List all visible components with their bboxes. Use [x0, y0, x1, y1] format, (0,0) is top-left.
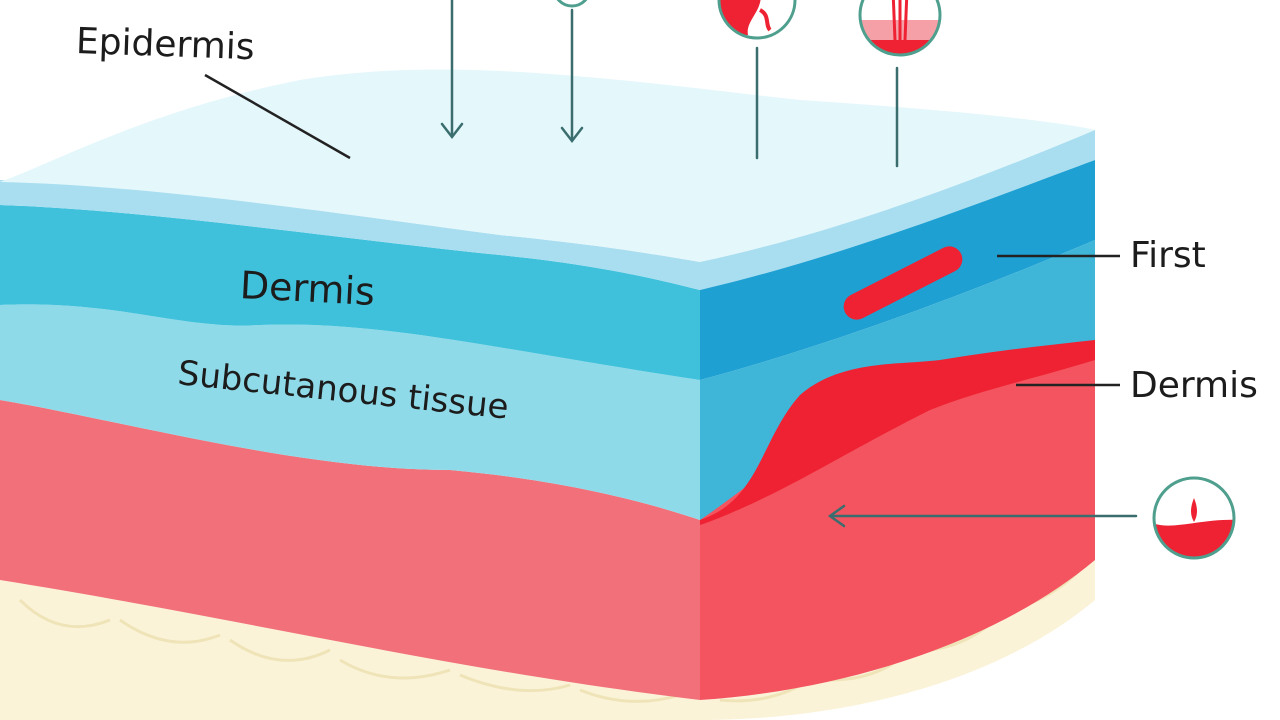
base-fat-layer-right	[700, 560, 1095, 720]
dermis-side	[700, 160, 1095, 380]
burn-depth-icon-2	[717, 0, 797, 40]
epidermis-band-side	[700, 130, 1095, 290]
epidermis-top	[0, 69, 1095, 262]
epidermis-band-front	[0, 180, 700, 290]
first-degree-burn	[843, 246, 963, 320]
epidermis-label: Epidermis	[75, 21, 256, 69]
base-fat-layer	[0, 580, 700, 720]
depth-arrows	[440, 0, 1138, 528]
subcutaneous-front	[0, 304, 700, 520]
burn-depth-icon-1	[556, 0, 588, 8]
leader-lines	[204, 73, 1120, 387]
burn-depth-icon-3	[858, 0, 942, 57]
dermis-degree-label: Dermis	[1130, 365, 1258, 406]
first-degree-label: First	[1130, 235, 1206, 276]
dermis-front	[0, 205, 700, 380]
dermis-label: Dermis	[238, 263, 376, 315]
burn-depth-icon-4	[1152, 476, 1236, 560]
fat-front	[0, 400, 700, 700]
deep-burn-wound	[700, 340, 1095, 525]
fat-side	[700, 340, 1095, 700]
